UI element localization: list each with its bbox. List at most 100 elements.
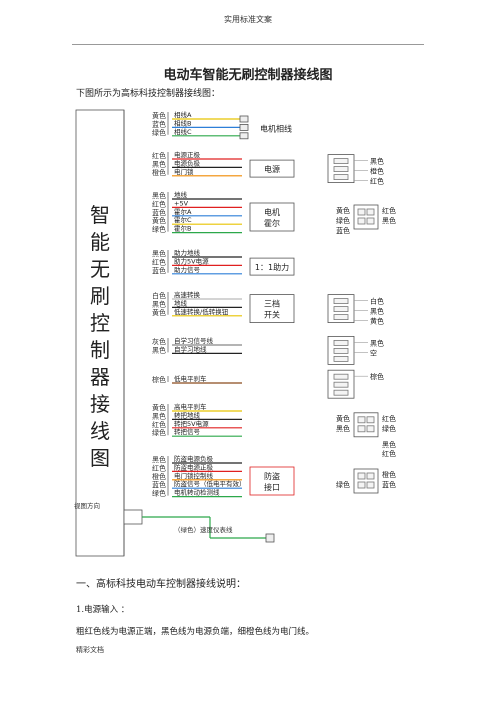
color-label: 绿色 (152, 225, 166, 234)
color-label: 橙色 (152, 472, 166, 481)
wire-label: 电源正极 (174, 150, 201, 159)
connector-pin (333, 298, 349, 305)
page-footer: 精彩文档 (76, 646, 104, 654)
connector-pin (357, 425, 366, 433)
title-char: 能 (90, 230, 110, 254)
connector-pin (333, 389, 349, 396)
connector-pin (366, 416, 375, 424)
wire-label: 转把地线 (174, 410, 201, 419)
wire-label: 相线B (174, 118, 191, 127)
connector-pin (366, 481, 375, 489)
item-text: 粗红色线为电源正端，黑色线为电源负端，细橙色线为电门线。 (76, 627, 315, 637)
color-label: 红色 (152, 257, 166, 266)
phase-connector (239, 132, 249, 140)
component-box (249, 159, 295, 178)
page-header: 实用标准文案 (224, 15, 272, 24)
color-label: 黑色 (152, 345, 166, 354)
title-char: 图 (90, 446, 110, 470)
color-label: 绿色 (152, 128, 166, 137)
connector-label: 黑色 (370, 307, 384, 316)
wire-label: 低速转换/低转换钮 (174, 307, 229, 316)
connector-pin (333, 314, 349, 321)
view-direction-label: 视图方向 (74, 501, 100, 510)
connector-label-left: 蓝色 (336, 226, 350, 235)
color-label: 绿色 (152, 428, 166, 437)
connector-label: 橙色 (370, 167, 384, 176)
connector-pin (333, 306, 349, 313)
section-heading: 一、高标科技电动车控制器接线说明： (76, 579, 246, 590)
wire-label: 相线A (174, 110, 192, 119)
component-box (249, 294, 295, 324)
connector-label-left: 黄色 (336, 414, 350, 423)
connector-pin (366, 425, 375, 433)
connector-label-right: 红色 (382, 206, 396, 215)
connector-pin (357, 416, 366, 424)
wire-label: 高速转换 (174, 290, 201, 299)
connector-label-left: 黑色 (336, 424, 350, 433)
wire-label: 自学习信号线 (174, 336, 214, 345)
connector-pin (333, 174, 349, 180)
wire-label: 低电平刹车 (174, 374, 207, 383)
wire-label: 自学习地线 (174, 344, 207, 353)
color-label: 黑色 (152, 159, 166, 168)
connector-pin (357, 481, 366, 489)
connector-pin (366, 208, 375, 216)
wire-label: +5V (174, 199, 189, 207)
color-label: 蓝色 (152, 266, 166, 275)
title-box (75, 109, 125, 557)
connector-label-top: 红色 (382, 449, 396, 458)
wire-label: 防盗电源负极 (174, 454, 214, 463)
connector-label-right: 橙色 (382, 470, 396, 479)
connector-label: 黑色 (370, 157, 384, 166)
color-label: 黄色 (152, 403, 166, 412)
speed-connector (265, 533, 275, 543)
color-label: 红色 (152, 151, 166, 160)
color-label: 灰色 (152, 337, 166, 346)
color-label: 黑色 (152, 249, 166, 258)
wire-label: 高电平刹车 (174, 402, 207, 411)
color-label: 蓝色 (152, 119, 166, 128)
box-label: 霍尔 (264, 218, 280, 228)
connector-label: 红色 (370, 177, 384, 186)
box-label: 防盗 (264, 471, 280, 481)
connector-label-right: 绿色 (382, 424, 396, 433)
color-label: 白色 (152, 291, 166, 300)
color-label: 黄色 (152, 111, 166, 120)
wire-label: 地线 (174, 298, 188, 307)
box-label: 电源 (264, 164, 280, 174)
color-label: 黑色 (152, 455, 166, 464)
color-label: 棕色 (152, 375, 166, 384)
box-label: 电机相线 (260, 124, 292, 134)
wire-label: 助力5V电源 (174, 256, 209, 265)
connector-pin (333, 166, 349, 172)
wire-label: 地线 (174, 190, 188, 199)
connector-label: 白色 (370, 297, 384, 306)
connector-pin (333, 347, 349, 354)
box-label: 开关 (264, 310, 280, 320)
speedometer-label: （绿色）速度仪表线 (174, 525, 233, 534)
connector-label: 黑色 (370, 338, 384, 347)
connector-label: 黄色 (370, 317, 384, 326)
title-char: 智 (90, 203, 110, 227)
component-box (249, 466, 295, 496)
title-char: 刷 (90, 284, 110, 308)
wire-label: 防盗信号（低电平有效） (174, 479, 246, 488)
connector-pin (357, 208, 366, 216)
intro-text: 下图所示为高标科技控制器接线图： (76, 89, 221, 99)
color-label: 绿色 (152, 489, 166, 498)
header-divider (72, 44, 424, 45)
connector-pin (333, 373, 349, 380)
component-box (249, 202, 295, 232)
color-label: 红色 (152, 199, 166, 208)
box-label: 电机 (264, 207, 280, 217)
title-char: 制 (90, 338, 110, 362)
wire-label: 相线C (174, 127, 192, 136)
wire-label: 电机转动检测线 (174, 488, 220, 497)
document-title: 电动车智能无刷控制器接线图 (163, 68, 333, 83)
title-char: 线 (90, 419, 110, 443)
color-label: 蓝色 (152, 480, 166, 489)
wire-label: 电源负极 (174, 158, 201, 167)
title-char: 器 (90, 365, 110, 389)
connector-pin (333, 381, 349, 388)
